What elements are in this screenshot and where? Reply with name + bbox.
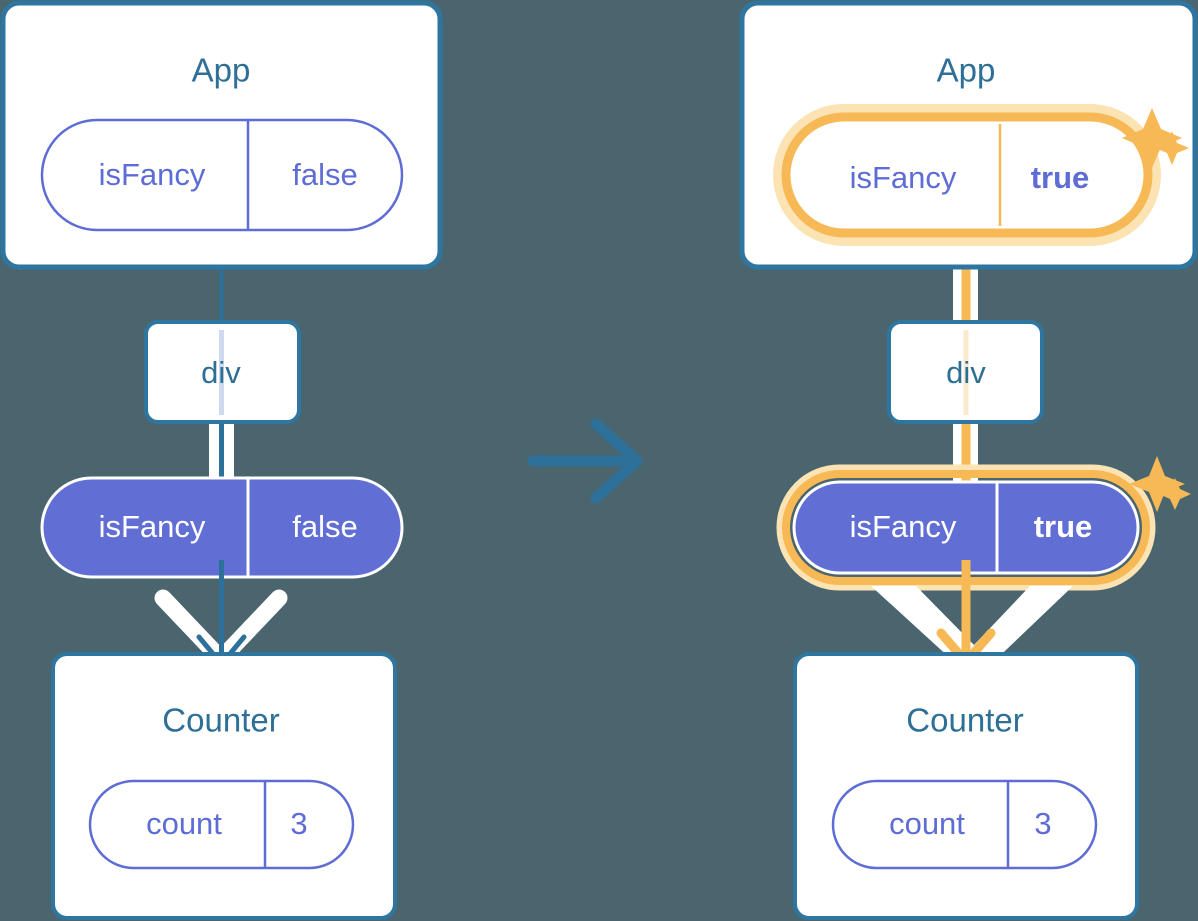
counter-box-title-after: Counter: [906, 702, 1023, 739]
counter-state-pill-value-before: 3: [290, 806, 307, 841]
app-state-pill-value-before: false: [292, 157, 357, 192]
app-state-pill-key-before: isFancy: [99, 157, 206, 192]
counter-box-title-before: Counter: [162, 702, 279, 739]
sparkle-icon-app-small: [1155, 131, 1189, 165]
counter-state-pill-before[interactable]: [88, 779, 355, 870]
div-box-label-after: div: [946, 355, 986, 390]
prop-pill-value-before: false: [292, 509, 357, 544]
panel-after: App isFancy true div isFancy true: [739, 0, 1198, 920]
panel-before: App isFancy false div isFancy false Coun…: [0, 0, 443, 920]
app-state-pill-key-after: isFancy: [850, 160, 957, 195]
counter-state-pill-key-after: count: [889, 806, 965, 841]
sparkle-icon-prop-large: [1129, 456, 1185, 512]
prop-pill-value-after: true: [1034, 509, 1093, 544]
div-box-label-before: div: [201, 355, 241, 390]
prop-pill-key-before: isFancy: [99, 509, 206, 544]
app-state-pill-value-after: true: [1031, 160, 1090, 195]
sparkle-icon-prop-small: [1159, 478, 1191, 510]
app-state-pill-before[interactable]: [40, 118, 404, 232]
prop-pill-key-after: isFancy: [850, 509, 957, 544]
app-box-title-before: App: [192, 52, 251, 89]
app-state-pill-glow-after: [773, 104, 1161, 246]
arrow-wings-after: [871, 586, 1073, 670]
counter-state-pill-key-before: count: [146, 806, 222, 841]
counter-state-pill-after[interactable]: [831, 779, 1098, 870]
app-state-pill-highlight-ring-after: [781, 112, 1153, 238]
sparkle-icon-app-large: [1122, 108, 1182, 168]
app-box-title-after: App: [937, 52, 996, 89]
counter-state-pill-value-after: 3: [1034, 806, 1051, 841]
transition-arrow-icon: [527, 418, 643, 504]
